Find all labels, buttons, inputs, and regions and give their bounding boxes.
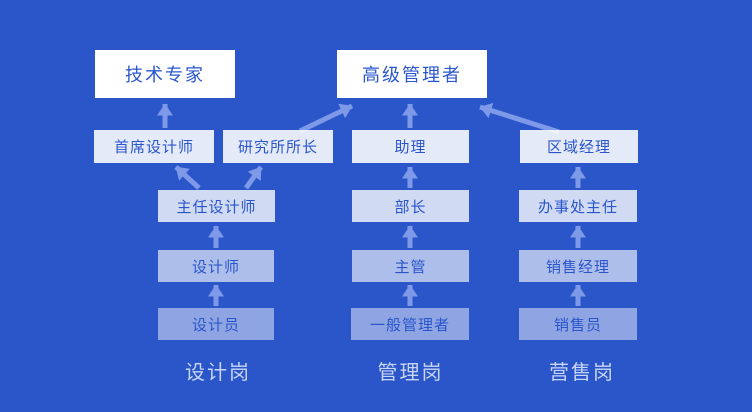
node-chief-designer: 首席设计师 — [94, 130, 214, 163]
node-sales-manager: 销售经理 — [519, 250, 637, 282]
node-salesperson: 销售员 — [519, 308, 637, 340]
arrow-institute-director-to-senior-manager — [298, 103, 354, 134]
node-department-head: 部长 — [352, 190, 469, 222]
column-label-sales: 营售岗 — [549, 359, 615, 384]
node-supervisor: 主管 — [352, 250, 469, 282]
node-assistant: 助理 — [352, 130, 469, 163]
node-general-manager: 一般管理者 — [351, 308, 469, 340]
arrow-director-designer-to-institute-director — [243, 165, 264, 190]
node-institute-director: 研究所所长 — [223, 130, 333, 163]
column-label-management: 管理岗 — [377, 359, 444, 384]
node-junior-designer: 设计员 — [158, 308, 274, 340]
node-regional-manager: 区域经理 — [520, 130, 638, 163]
node-director-designer: 主任设计师 — [158, 190, 275, 222]
node-tech-expert: 技术专家 — [95, 50, 235, 98]
arrow-regional-manager-to-senior-manager — [479, 102, 560, 135]
node-designer: 设计师 — [158, 250, 274, 282]
column-label-design: 设计岗 — [185, 359, 251, 384]
arrow-director-designer-to-chief-designer — [174, 165, 201, 190]
node-senior-manager: 高级管理者 — [337, 50, 487, 98]
node-office-director: 办事处主任 — [519, 190, 637, 222]
